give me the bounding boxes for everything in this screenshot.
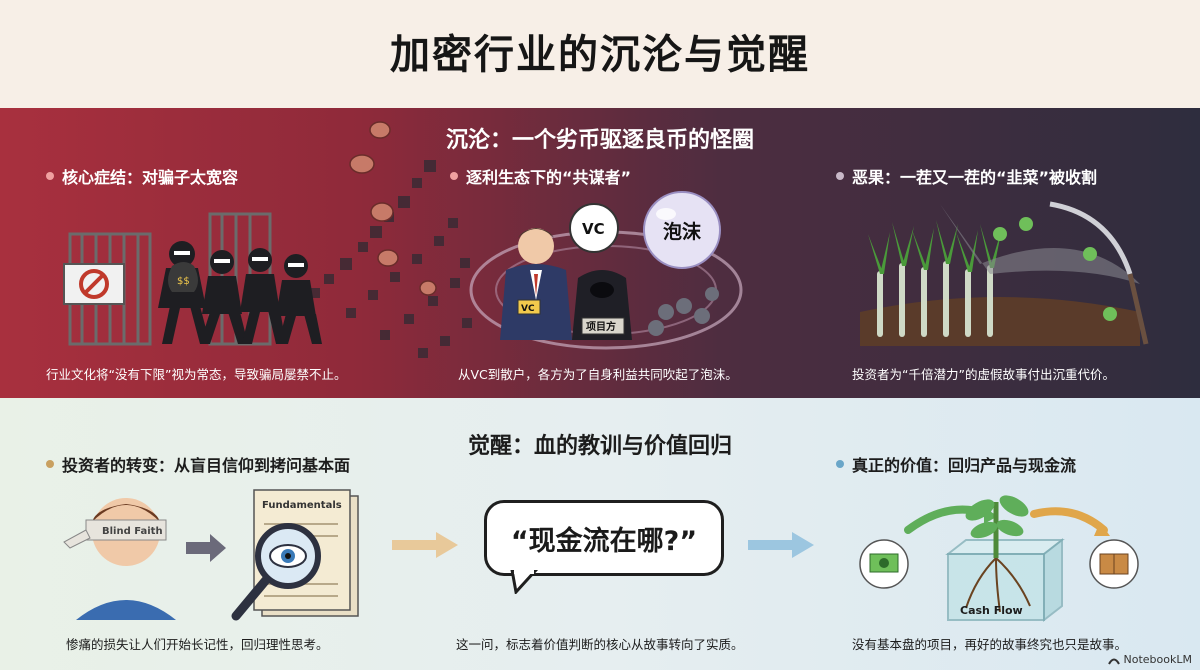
vc-badge <box>517 299 541 315</box>
decline-col1-heading: 核心症结：对骗子太宽容 <box>46 164 238 188</box>
decline-col2-heading-text: 逐利生态下的“共谋者” <box>466 168 632 187</box>
decline-col3-heading: 恶果：一茬又一茬的“韭菜”被收割 <box>836 164 1097 188</box>
cashflow-question-bubble: “现金流在哪?” <box>484 500 724 576</box>
notebook-logo-icon <box>1107 658 1120 665</box>
awakening-col1-caption: 惨痛的损失让人们开始长记性，回归理性思考。 <box>66 637 329 652</box>
awakening-col3-heading-text: 真正的价值：回归产品与现金流 <box>852 456 1077 475</box>
bubble-label: 泡沫 <box>663 220 702 243</box>
decline-col1-caption: 行业文化将“没有下限”视为常态，导致骗局屡禁不止。 <box>46 367 347 382</box>
awakening-section-title: 觉醒：血的教训与价值回归 <box>467 434 732 459</box>
bullet-dot-icon <box>836 460 844 468</box>
vc-bubble-label: VC <box>582 220 605 238</box>
blindfold-to-fundamentals-illustration: Blind Faith Fundamentals <box>63 489 359 621</box>
money-bag-icon: $$ <box>168 262 198 292</box>
decline-col2-heading: 逐利生态下的“共谋者” <box>450 164 631 188</box>
blindfold-label: Blind Faith <box>102 526 163 537</box>
page-title: 加密行业的沉沦与觉醒 <box>390 32 810 78</box>
decline-col1-heading-text: 核心症结：对骗子太宽容 <box>62 168 239 187</box>
investor-figure <box>500 228 572 340</box>
scammers-escaping-gate-illustration: $$ <box>63 212 322 346</box>
scythe-icon <box>1049 201 1133 275</box>
vc-badge-label: VC <box>521 304 535 314</box>
brand-logo: NotebookLM <box>1107 653 1192 666</box>
leeks-harvest-illustration <box>860 201 1149 346</box>
decline-col3-caption: 投资者为“千倍潜力”的虚假故事付出沉重代价。 <box>852 367 1115 382</box>
arrow-right-icon <box>186 534 226 562</box>
box-label: Cash Flow <box>960 604 1023 617</box>
awakening-col2-caption: 这一问，标志着价值判断的核心从故事转向了实质。 <box>456 637 744 652</box>
vc-speech-bubble <box>569 203 619 253</box>
money-bag-label: $$ <box>177 276 190 287</box>
awakening-col1-heading-text: 投资者的转变：从盲目信仰到拷问基本面 <box>62 456 351 475</box>
bullet-dot-icon <box>46 460 54 468</box>
awakening-col3-heading: 真正的价值：回归产品与现金流 <box>836 452 1076 476</box>
decline-section-title: 沉沦：一个劣币驱逐良币的怪圈 <box>445 128 754 153</box>
awakening-col1-heading: 投资者的转变：从盲目信仰到拷问基本面 <box>46 452 350 476</box>
project-badge <box>581 317 625 335</box>
pixel-crack-decoration <box>310 121 472 358</box>
decline-col3-heading-text: 恶果：一茬又一茬的“韭菜”被收割 <box>852 168 1098 187</box>
magnifier-eye-icon <box>231 523 321 621</box>
awakening-col3-caption: 没有基本盘的项目，再好的故事终究也只是故事。 <box>852 637 1128 652</box>
bullet-dot-icon <box>836 172 844 180</box>
arrow-right-icon <box>748 532 814 558</box>
brand-text: NotebookLM <box>1123 653 1192 666</box>
arrow-right-icon <box>392 532 458 558</box>
decline-section: 沉沦：一个劣币驱逐良币的怪圈 核心症结：对骗子太宽容 $$ 行业文化将“没有下限… <box>0 108 1200 398</box>
awakening-section: 觉醒：血的教训与价值回归 投资者的转变：从盲目信仰到拷问基本面 Blind Fa… <box>0 398 1200 670</box>
decline-col2-caption: 从VC到散户，各方为了自身利益共同吹起了泡沫。 <box>458 367 738 382</box>
project-badge-label: 项目方 <box>586 320 616 333</box>
bullet-dot-icon <box>450 172 458 180</box>
vc-bubble-collusion-illustration: VC 项目方 VC 泡沫 <box>469 191 743 350</box>
document-label: Fundamentals <box>262 500 342 511</box>
title-band: 加密行业的沉沦与觉醒 <box>0 0 1200 108</box>
speech-bubble-tail <box>510 570 539 594</box>
cashflow-growth-illustration: Cash Flow <box>859 495 1139 623</box>
bullet-dot-icon <box>46 172 54 180</box>
